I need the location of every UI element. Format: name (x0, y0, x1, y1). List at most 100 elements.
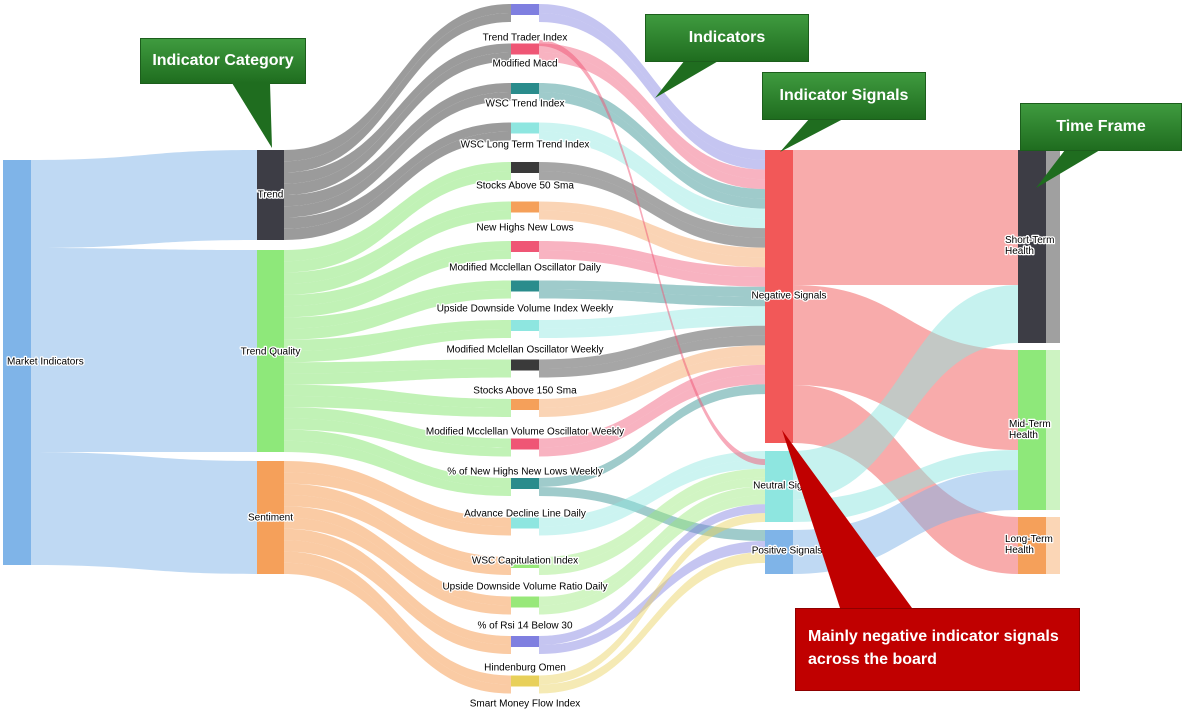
link-category-indicator-13-1 (284, 472, 511, 536)
link-category-indicator-9-1 (284, 368, 511, 385)
link-category-indicator-10-0 (284, 384, 511, 408)
link-indicator-signal-11-0 (539, 364, 765, 448)
label-indicator-4: Stocks Above 50 Sma (476, 181, 574, 192)
link-negative-mid (793, 285, 1018, 450)
link-category-indicator-7-1 (284, 289, 511, 340)
link-category-indicator-6-0 (284, 241, 511, 307)
link-indicator-signal-4-0 (539, 162, 765, 238)
node-indicator-9 (511, 359, 539, 371)
link-category-indicator-0-1 (284, 13, 511, 173)
label-market-indicators: Market Indicators (7, 357, 84, 368)
callout-indicators-text: Indicators (688, 29, 766, 46)
link-category-indicator-8-1 (284, 329, 511, 363)
link-indicator-signal-5-1 (539, 210, 765, 268)
label-indicator-10: Modified Mcclellan Volume Oscillator Wee… (426, 427, 624, 438)
link-indicator-signal-9-1 (539, 335, 765, 378)
node-market-indicators (3, 160, 31, 565)
link-indicator-signal-3-0 (539, 122, 765, 219)
link-indicator-signal-8-1 (539, 316, 765, 338)
link-category-indicator-16-0 (284, 528, 511, 645)
label-indicator-0: Trend Trader Index (483, 33, 568, 44)
link-category-indicator-9-0 (284, 359, 511, 374)
link-category-indicator-2-1 (284, 92, 511, 218)
label-negative-signals: Negative Signals (751, 291, 826, 302)
node-indicator-16 (511, 636, 539, 647)
node-indicator-10 (511, 399, 539, 410)
link-indicator-signal-15-1 (539, 495, 765, 615)
link-indicator-signal-17-1 (539, 552, 765, 694)
link-category-indicator-16-1 (284, 540, 511, 654)
link-category-indicator-17-0 (284, 551, 511, 685)
link-market-trend (31, 150, 257, 248)
node-short-term-edge (1046, 150, 1060, 343)
link-category-indicator-5-0 (284, 201, 511, 284)
node-trend-quality (257, 250, 284, 452)
label-indicator-7: Upside Downside Volume Index Weekly (437, 304, 614, 315)
label-positive-signals: Positive Signals (752, 546, 823, 557)
link-indicator-signal-1-0 (539, 43, 765, 180)
node-trend (257, 150, 284, 240)
link-indicator-signal-0-1 (539, 13, 765, 170)
link-indicator-signal-17-0 (539, 513, 765, 685)
link-indicator-signal-10-1 (539, 355, 765, 417)
node-indicator-13 (511, 517, 539, 529)
link-indicator-signal-1-1 (539, 52, 765, 190)
label-indicator-6: Modified Mcclellan Oscillator Daily (449, 263, 601, 274)
sankey-links (31, 4, 1018, 694)
node-indicator-15 (511, 596, 539, 608)
link-indicator-signal-6-1 (539, 250, 765, 287)
callout-indicator-category: Indicator Category (140, 38, 306, 84)
node-indicator-11 (511, 438, 539, 450)
node-indicator-12 (511, 478, 539, 489)
label-indicator-2: WSC Trend Index (486, 99, 565, 110)
link-indicator-signal-8-0 (539, 306, 765, 329)
label-indicator-15: % of Rsi 14 Below 30 (477, 621, 572, 632)
node-indicator-14 (511, 557, 539, 568)
node-indicator-0 (511, 4, 539, 15)
label-indicator-13: WSC Capitulation Index (472, 556, 578, 567)
label-indicator-14: Upside Downside Volume Ratio Daily (442, 582, 607, 593)
callout-indicator-category-text: Indicator Category (152, 52, 294, 69)
label-trend-quality: Trend Quality (241, 347, 301, 358)
link-indicator-signal-6-0 (539, 241, 765, 277)
link-indicator-signal-2-0 (539, 83, 765, 199)
link-category-indicator-10-1 (284, 395, 511, 417)
link-category-indicator-6-1 (284, 250, 511, 318)
link-indicator-signal-12-1 (539, 487, 765, 541)
sankey-nodes (3, 4, 1060, 687)
callout-note-text: Mainly negative indicator signals across… (808, 628, 1059, 668)
link-category-indicator-4-1 (284, 171, 511, 273)
link-market-sentiment (31, 452, 257, 574)
label-indicator-16: Hindenburg Omen (484, 663, 566, 674)
link-indicator-signal-14-0 (539, 468, 765, 566)
node-long-term-health (1018, 517, 1046, 574)
link-category-indicator-5-1 (284, 210, 511, 295)
link-indicator-signal-3-1 (539, 131, 765, 229)
label-indicator-9: Stocks Above 150 Sma (473, 386, 577, 397)
node-indicator-4 (511, 162, 539, 173)
link-indicator-signal-5-0 (539, 201, 765, 258)
link-category-indicator-1-1 (284, 52, 511, 195)
link-indicator-signal-16-0 (539, 504, 765, 645)
callout-note: Mainly negative indicator signals across… (795, 608, 1080, 691)
node-mid-term-edge (1046, 350, 1060, 510)
node-indicator-2 (511, 83, 539, 94)
node-indicator-8 (511, 320, 539, 331)
link-category-indicator-14-1 (284, 494, 511, 575)
link-category-indicator-15-0 (284, 506, 511, 606)
node-indicator-5 (511, 201, 539, 213)
node-indicator-7 (511, 280, 539, 292)
link-indicator-signal-7-1 (539, 289, 765, 307)
link-category-indicator-13-0 (284, 461, 511, 527)
link-category-indicator-17-1 (284, 562, 511, 694)
link-category-indicator-1-0 (284, 43, 511, 184)
link-indicator-signal-16-1 (539, 541, 765, 654)
node-indicator-3 (511, 122, 539, 134)
link-category-indicator-8-0 (284, 320, 511, 351)
label-indicator-1: Modified Macd (492, 59, 557, 70)
link-category-indicator-14-0 (284, 483, 511, 566)
link-indicator-signal-10-0 (539, 345, 765, 408)
label-indicator-8: Modified Mclellan Oscillator Weekly (446, 345, 603, 356)
